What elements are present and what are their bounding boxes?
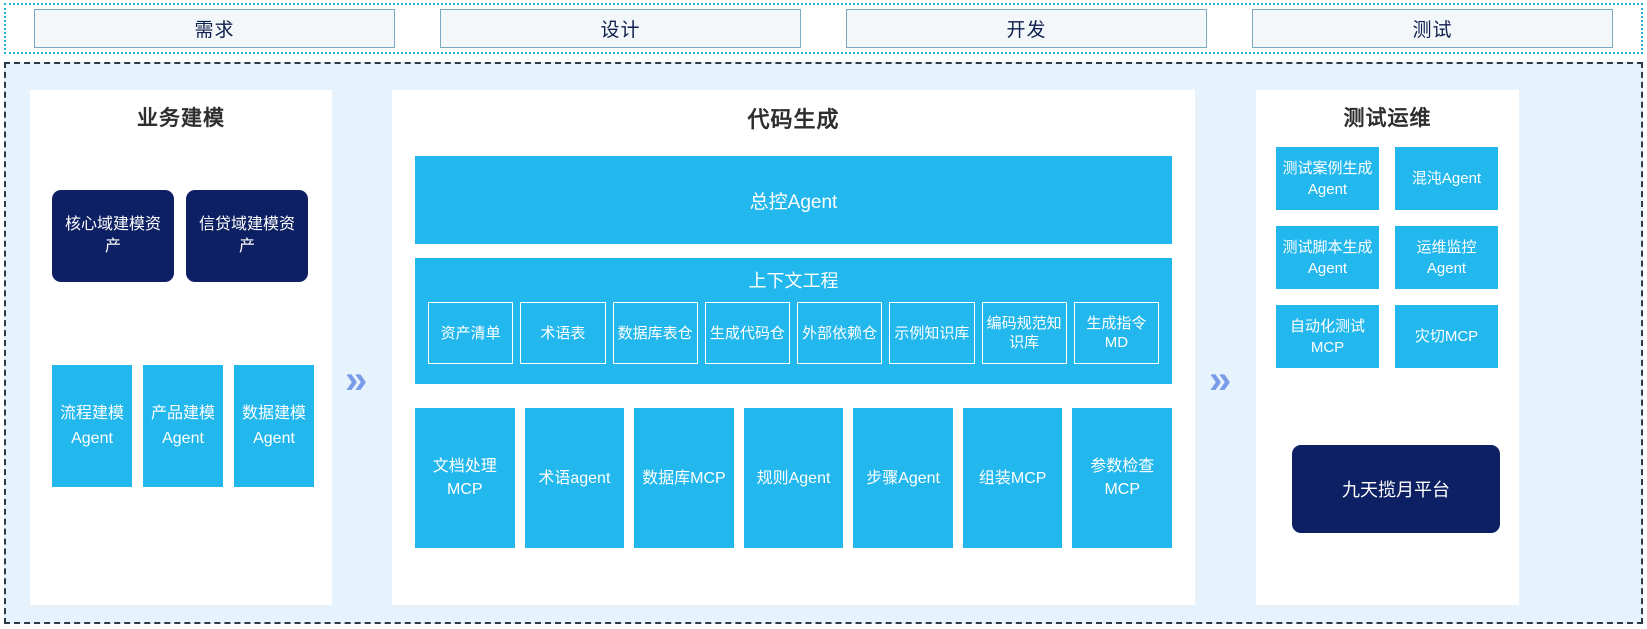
testops-test-case-generation-agent[interactable]: 测试案例生成Agent — [1276, 147, 1379, 210]
context-engineering-section: 上下文工程 资产清单 术语表 数据库表仓 生成代码仓 外部依赖仓 示例知识库 编… — [415, 258, 1172, 384]
context-item-generation-instruction-md[interactable]: 生成指令MD — [1073, 302, 1159, 364]
tool-glossary-agent[interactable]: 术语agent — [524, 408, 625, 548]
testops-item-grid: 测试案例生成Agent 混沌Agent 测试脚本生成Agent 运维监控Agen… — [1276, 147, 1498, 368]
agent-process-modeling[interactable]: 流程建模Agent — [52, 365, 132, 487]
tool-assembly-mcp[interactable]: 组装MCP — [962, 408, 1063, 548]
codegen-tool-row: 文档处理MCP 术语agent 数据库MCP 规则Agent 步骤Agent 组… — [415, 408, 1173, 548]
context-item-example-knowledge-base[interactable]: 示例知识库 — [889, 302, 975, 364]
context-item-asset-inventory[interactable]: 资产清单 — [428, 302, 514, 364]
context-item-generated-code-repo[interactable]: 生成代码仓 — [704, 302, 790, 364]
phase-box-development[interactable]: 开发 — [846, 9, 1207, 48]
panel-test-operations: 测试运维 测试案例生成Agent 混沌Agent 测试脚本生成Agent 运维监… — [1256, 90, 1519, 605]
tool-document-processing-mcp[interactable]: 文档处理MCP — [415, 408, 515, 548]
testops-test-script-generation-agent[interactable]: 测试脚本生成Agent — [1276, 226, 1379, 289]
agent-data-modeling[interactable]: 数据建模Agent — [234, 365, 314, 487]
asset-credit-domain[interactable]: 信贷域建模资产 — [186, 190, 308, 282]
testops-automated-test-mcp[interactable]: 自动化测试MCP — [1276, 305, 1379, 368]
business-asset-row: 核心域建模资产 信贷域建模资产 — [52, 190, 312, 282]
chevron-right-icon: » — [1209, 358, 1231, 402]
phase-strip: 需求 设计 开发 测试 — [4, 3, 1643, 54]
phase-box-testing[interactable]: 测试 — [1252, 9, 1613, 48]
panel-title-business-modeling: 业务建模 — [137, 107, 225, 130]
tool-step-agent[interactable]: 步骤Agent — [853, 408, 953, 548]
testops-chaos-agent[interactable]: 混沌Agent — [1395, 147, 1498, 210]
master-control-agent[interactable]: 总控Agent — [415, 156, 1172, 244]
testops-ops-monitoring-agent[interactable]: 运维监控Agent — [1395, 226, 1498, 289]
tool-parameter-check-mcp[interactable]: 参数检查MCP — [1072, 408, 1173, 548]
phase-box-requirements[interactable]: 需求 — [34, 9, 395, 48]
tool-rule-agent[interactable]: 规则Agent — [743, 408, 844, 548]
chevron-right-icon: » — [345, 358, 367, 402]
context-item-external-deps-repo[interactable]: 外部依赖仓 — [797, 302, 883, 364]
tool-database-mcp[interactable]: 数据库MCP — [634, 408, 734, 548]
panel-title-test-operations: 测试运维 — [1343, 107, 1432, 130]
context-engineering-title: 上下文工程 — [748, 271, 839, 291]
agent-product-modeling[interactable]: 产品建模Agent — [143, 365, 223, 487]
business-agent-row: 流程建模Agent 产品建模Agent 数据建模Agent — [52, 365, 314, 487]
context-item-coding-standards-kb[interactable]: 编码规范知识库 — [981, 302, 1067, 364]
context-item-list: 资产清单 术语表 数据库表仓 生成代码仓 外部依赖仓 示例知识库 编码规范知识库… — [415, 302, 1172, 364]
phase-box-design[interactable]: 设计 — [440, 9, 801, 48]
panel-business-modeling: 业务建模 核心域建模资产 信贷域建模资产 流程建模Agent 产品建模Agent… — [30, 90, 332, 605]
architecture-canvas: 业务建模 核心域建模资产 信贷域建模资产 流程建模Agent 产品建模Agent… — [4, 62, 1643, 624]
panel-code-generation: 代码生成 总控Agent 上下文工程 资产清单 术语表 数据库表仓 生成代码仓 … — [392, 90, 1195, 605]
panel-title-code-generation: 代码生成 — [747, 107, 840, 132]
testops-disaster-switch-mcp[interactable]: 灾切MCP — [1395, 305, 1498, 368]
asset-core-domain[interactable]: 核心域建模资产 — [52, 190, 174, 282]
jiutian-lanyue-platform[interactable]: 九天揽月平台 — [1292, 445, 1500, 533]
context-item-db-table-repo[interactable]: 数据库表仓 — [612, 302, 698, 364]
context-item-glossary[interactable]: 术语表 — [520, 302, 606, 364]
